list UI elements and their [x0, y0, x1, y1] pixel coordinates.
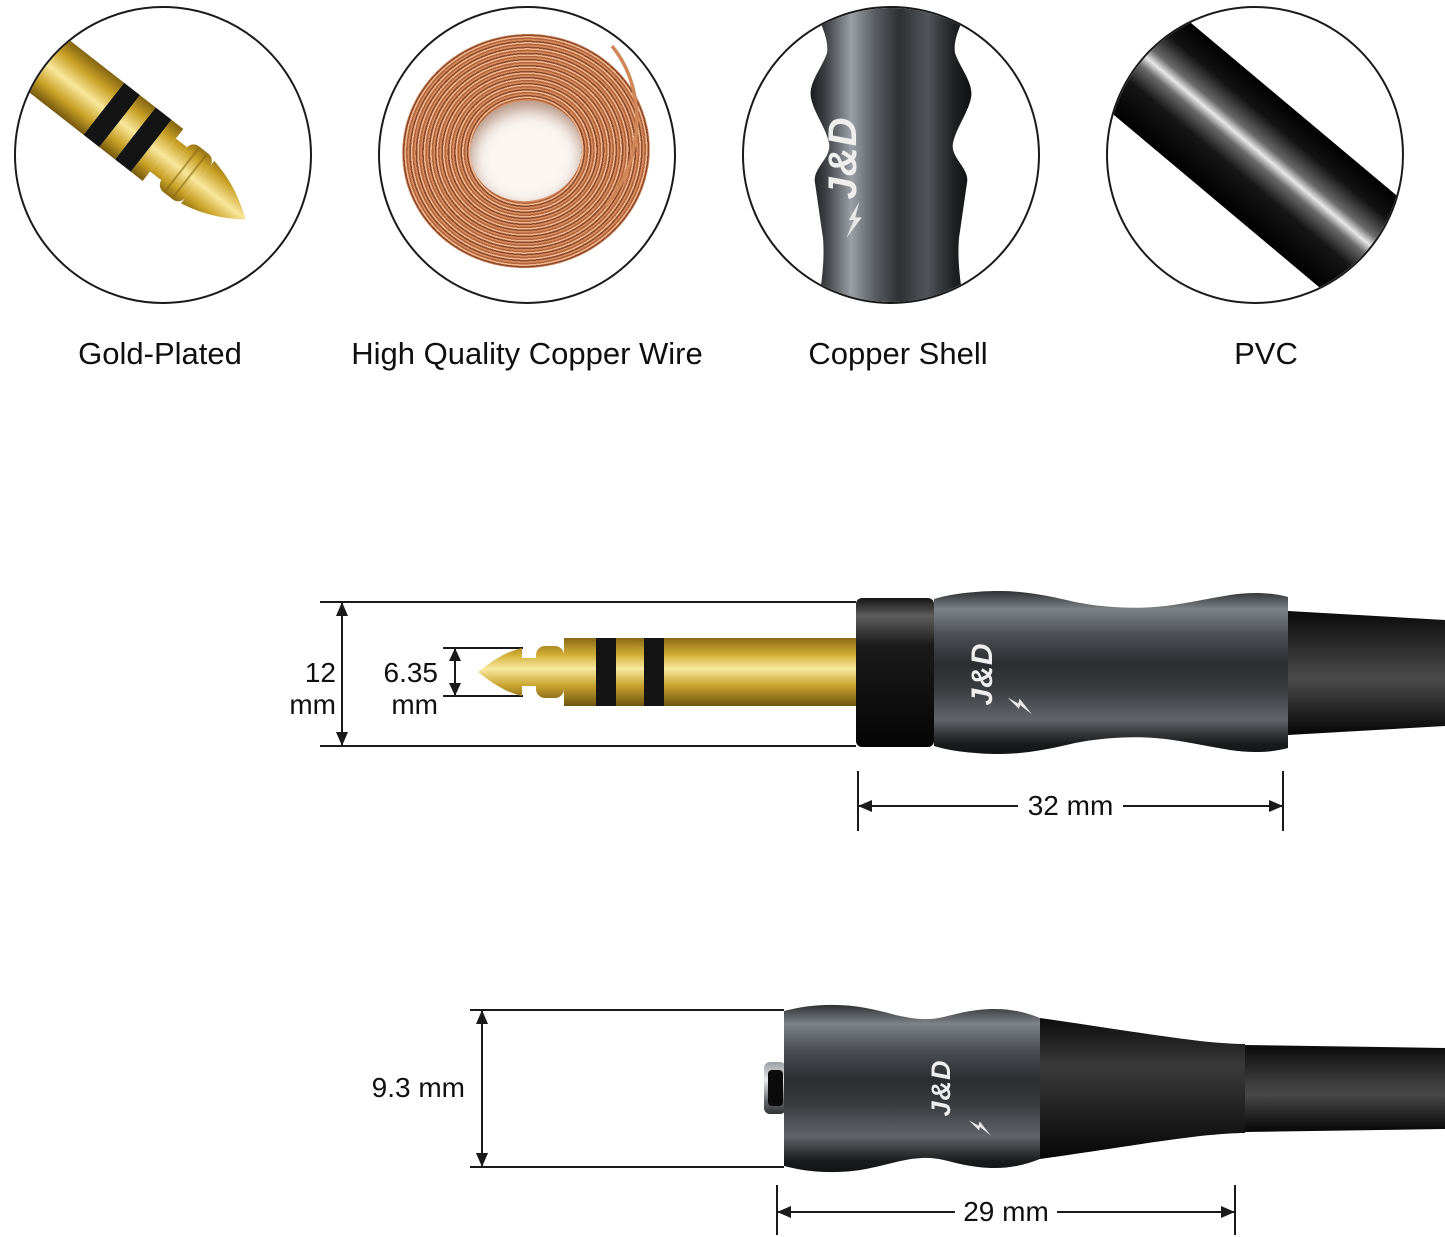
- brand-logo: J&D: [821, 116, 865, 199]
- plug-collar: [856, 598, 934, 747]
- arrow-up-icon: [449, 648, 461, 661]
- arrow-down-icon: [449, 683, 461, 696]
- arrow-down-icon: [476, 1153, 488, 1167]
- arrow-right-icon: [1221, 1206, 1235, 1218]
- jack-rear-taper: [1040, 1018, 1245, 1159]
- plug-gold-tip: [478, 638, 858, 706]
- dimension-label-tip-diameter: 6.35 mm: [350, 657, 438, 721]
- jack-cable: [1245, 1045, 1445, 1132]
- feature-circle-copper-shell: J&D: [742, 6, 1040, 304]
- arrow-up-icon: [476, 1010, 488, 1024]
- plug-dimension-diagram: J&D: [320, 591, 1445, 831]
- dimension-label-plug-diameter: 12 mm: [252, 657, 336, 721]
- caption-gold-plated: Gold-Plated: [78, 336, 242, 371]
- gold-plug-photo-icon: [16, 8, 246, 220]
- arrow-down-icon: [336, 732, 348, 746]
- dimension-9-3mm: [470, 1009, 784, 1168]
- feature-circle-pvc: [1106, 6, 1404, 304]
- jack-body-shell: [784, 1004, 1040, 1173]
- plug-body-shell: [934, 591, 1288, 754]
- lightning-bolt-icon: [968, 1120, 991, 1136]
- dimension-label-jack-length: 29 mm: [955, 1196, 1057, 1228]
- arrow-left-icon: [858, 800, 872, 812]
- copper-shell-photo-icon: J&D: [808, 8, 974, 302]
- caption-pvc: PVC: [1234, 336, 1298, 371]
- feature-circle-copper-wire: [378, 6, 676, 304]
- jack-dimension-diagram: J&D: [470, 1004, 1445, 1235]
- caption-copper-wire: High Quality Copper Wire: [351, 336, 703, 371]
- caption-copper-shell: Copper Shell: [808, 336, 988, 371]
- dimension-12mm: [320, 601, 856, 747]
- brand-logo: J&D: [926, 1059, 956, 1116]
- dimension-label-jack-diameter: 9.3 mm: [368, 1072, 465, 1104]
- pvc-cable-photo-icon: [1108, 8, 1402, 302]
- plug-cable: [1288, 611, 1445, 735]
- arrow-left-icon: [777, 1206, 791, 1218]
- brand-logo: J&D: [966, 642, 999, 705]
- arrow-right-icon: [1269, 800, 1283, 812]
- arrow-up-icon: [336, 602, 348, 616]
- dimension-label-plug-length: 32 mm: [1018, 790, 1123, 822]
- feature-circle-gold-plated: [14, 6, 312, 304]
- copper-wire-strand-icon: [604, 44, 639, 208]
- jack-front-opening: [764, 1062, 786, 1114]
